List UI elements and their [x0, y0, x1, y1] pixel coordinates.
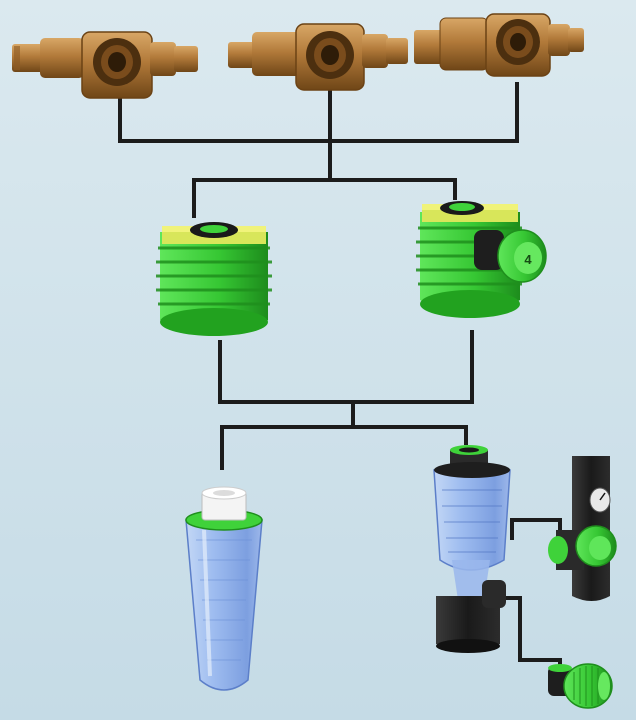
pressure-reducer[interactable]: [548, 456, 617, 601]
filter-head-ribbed-icon: [156, 222, 272, 336]
brass-flange-fitting-icon: [12, 31, 198, 99]
brass-fitting-middle[interactable]: [228, 23, 408, 91]
self-cleaning-filter-icon: [433, 445, 511, 653]
filter-housing-left[interactable]: [185, 486, 263, 691]
filter-head-right[interactable]: 4: [416, 201, 547, 318]
clear-filter-bowl-icon: [185, 486, 263, 691]
filter-housing-right[interactable]: [433, 445, 511, 653]
filter-head-left[interactable]: [156, 222, 272, 336]
valve-dial-number: 4: [524, 252, 532, 267]
filter-head-with-valve-icon: 4: [416, 201, 547, 318]
knob-valve[interactable]: [548, 663, 613, 709]
green-knob-valve-icon: [548, 663, 613, 709]
brass-flange-fitting-icon: [414, 13, 584, 77]
brass-fitting-left[interactable]: [12, 31, 198, 99]
brass-flange-fitting-icon: [228, 23, 408, 91]
connector-lines: [118, 82, 562, 668]
pressure-reducer-icon: [548, 456, 617, 601]
brass-fitting-right[interactable]: [414, 13, 584, 77]
